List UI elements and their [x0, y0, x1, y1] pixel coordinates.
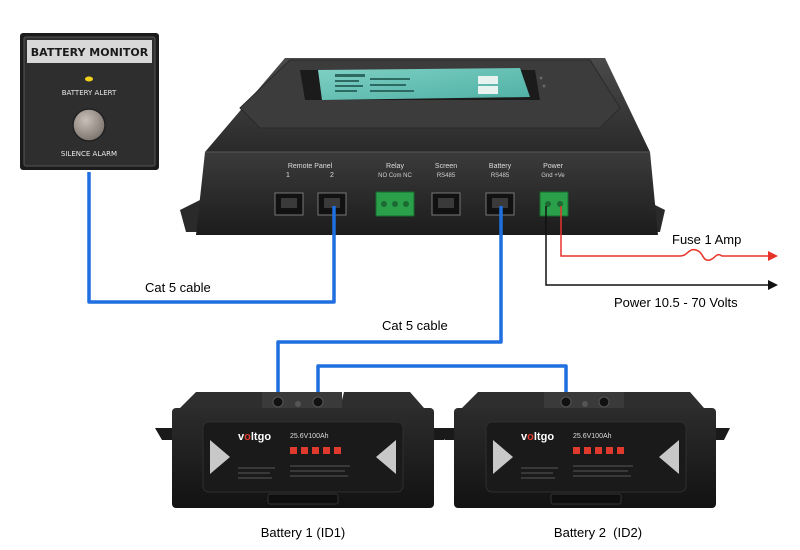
battery-2-caption: Battery 2 (ID2): [554, 525, 642, 540]
battery-1: voltgo 25.6V100Ah Battery 1 (ID1): [155, 392, 450, 540]
power-arrow: [768, 280, 778, 290]
alert-led: [85, 76, 93, 82]
screen-port[interactable]: [431, 192, 461, 216]
power-wire: [545, 206, 768, 286]
power-label: Power: [543, 163, 564, 170]
battery-2-spec: 25.6V100Ah: [573, 433, 612, 440]
relay-terminal[interactable]: [375, 191, 415, 217]
battery-2-indicators: [573, 447, 624, 454]
cat5-cable-link: [316, 364, 568, 402]
battery-port-label: Battery: [489, 163, 512, 170]
cat5-cable-batteries: [276, 206, 503, 402]
cat5-left-label: Cat 5 cable: [145, 280, 211, 295]
remote-1-label: 1: [286, 172, 290, 179]
battery-2: voltgo 25.6V100Ah Battery 2 (ID2): [438, 392, 730, 540]
remote-port-1[interactable]: [274, 192, 304, 216]
fuse-arrow: [768, 251, 778, 261]
relay-label: Relay: [386, 163, 404, 170]
power-sub-label: Gnd +Ve: [541, 173, 565, 179]
battery-1-brand: voltgo: [238, 431, 271, 443]
remote-panel-label: Remote Panel: [288, 163, 333, 170]
screen-sub-label: RS485: [437, 173, 456, 179]
power-terminal[interactable]: [539, 191, 569, 217]
battery-1-spec: 25.6V100Ah: [290, 433, 329, 440]
power-wires: [545, 206, 778, 290]
fuse-label: Fuse 1 Amp: [672, 232, 741, 247]
remote-2-label: 2: [330, 172, 334, 179]
battery-2-brand: voltgo: [521, 431, 554, 443]
device-screen: [318, 68, 530, 100]
power-label-text: Power 10.5 - 70 Volts: [614, 295, 738, 310]
cat5-cable-panel: [87, 172, 336, 304]
battery-monitor-panel: BATTERY MONITOR BATTERY ALERT SILENCE AL…: [20, 33, 159, 170]
fuse-wire: [560, 206, 768, 261]
battery-1-indicators: [290, 447, 341, 454]
battery-port-sub-label: RS485: [491, 173, 510, 179]
silence-alarm-button[interactable]: [72, 108, 106, 142]
panel-title: BATTERY MONITOR: [31, 46, 149, 59]
alert-label: BATTERY ALERT: [62, 89, 117, 97]
remote-port-2[interactable]: [317, 192, 347, 216]
screen-label: Screen: [435, 163, 457, 170]
cables: [87, 172, 568, 402]
cat5-right-label: Cat 5 cable: [382, 318, 448, 333]
silence-label: SILENCE ALARM: [61, 150, 117, 158]
battery-1-caption: Battery 1 (ID1): [261, 525, 346, 540]
relay-sub-label: NO Com NC: [378, 173, 412, 179]
monitor-device: Remote Panel 1 2 Relay NO Com NC Screen …: [180, 58, 665, 235]
